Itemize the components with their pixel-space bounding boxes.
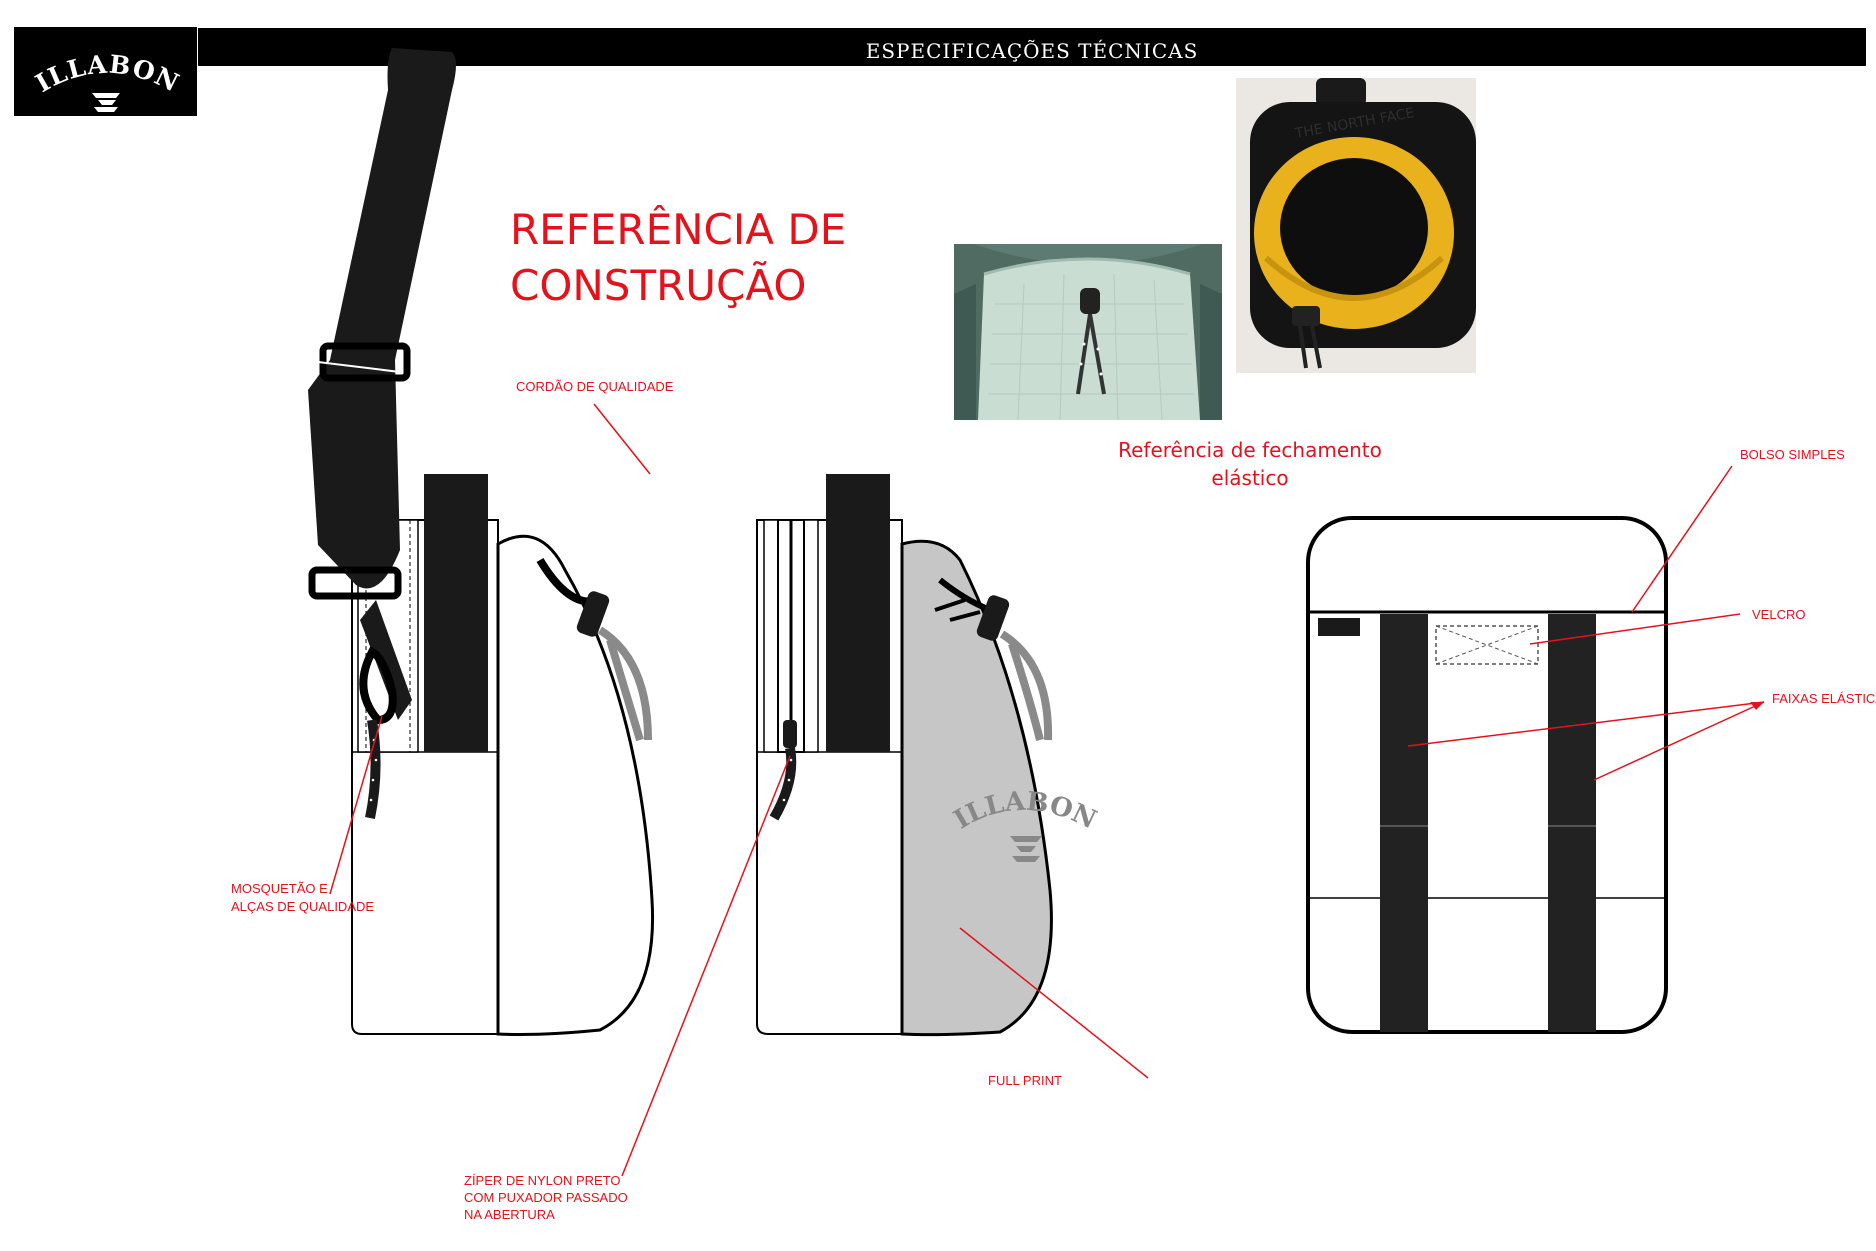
construction-title-line-1: REFERÊNCIA DE: [510, 205, 847, 254]
construction-title-line-2: CONSTRUÇÃO: [510, 261, 807, 310]
callout-faixas: FAIXAS ELÁSTICA: [1772, 691, 1876, 706]
reference-caption-line-2: elástico: [1211, 466, 1289, 490]
callout-mosquetao-line-1: MOSQUETÃO E: [231, 881, 328, 896]
label-tag: [1318, 618, 1360, 636]
logo-mark-icon: [92, 93, 120, 112]
callout-velcro: VELCRO: [1752, 607, 1806, 622]
callout-ziper-line-2: COM PUXADOR PASSADO: [464, 1190, 628, 1205]
page-title: ESPECIFICAÇÕES TÉCNICAS: [865, 39, 1199, 63]
print-logo-mark-icon: [1010, 836, 1042, 862]
callout-mosquetao-line-2: ALÇAS DE QUALIDADE: [231, 899, 375, 914]
callout-cordao: CORDÃO DE QUALIDADE: [516, 379, 674, 394]
reference-photo-yellow: THE NORTH FACE: [1236, 78, 1476, 373]
callout-ziper-line-1: ZÍPER DE NYLON PRETO: [464, 1173, 621, 1188]
callout-ziper-line-3: NA ABERTURA: [464, 1207, 555, 1222]
callout-leaders: [329, 403, 1765, 1177]
callout-full-print: FULL PRINT: [988, 1073, 1062, 1088]
bag-back-panel-view: [1306, 516, 1668, 1034]
reference-caption-line-1: Referência de fechamento: [1118, 438, 1382, 462]
reference-photo-green: [954, 244, 1222, 420]
header-bar: ESPECIFICAÇÕES TÉCNICAS: [198, 28, 1866, 66]
callout-bolso: BOLSO SIMPLES: [1740, 447, 1845, 462]
bag-side-view-strap: [308, 48, 655, 1036]
